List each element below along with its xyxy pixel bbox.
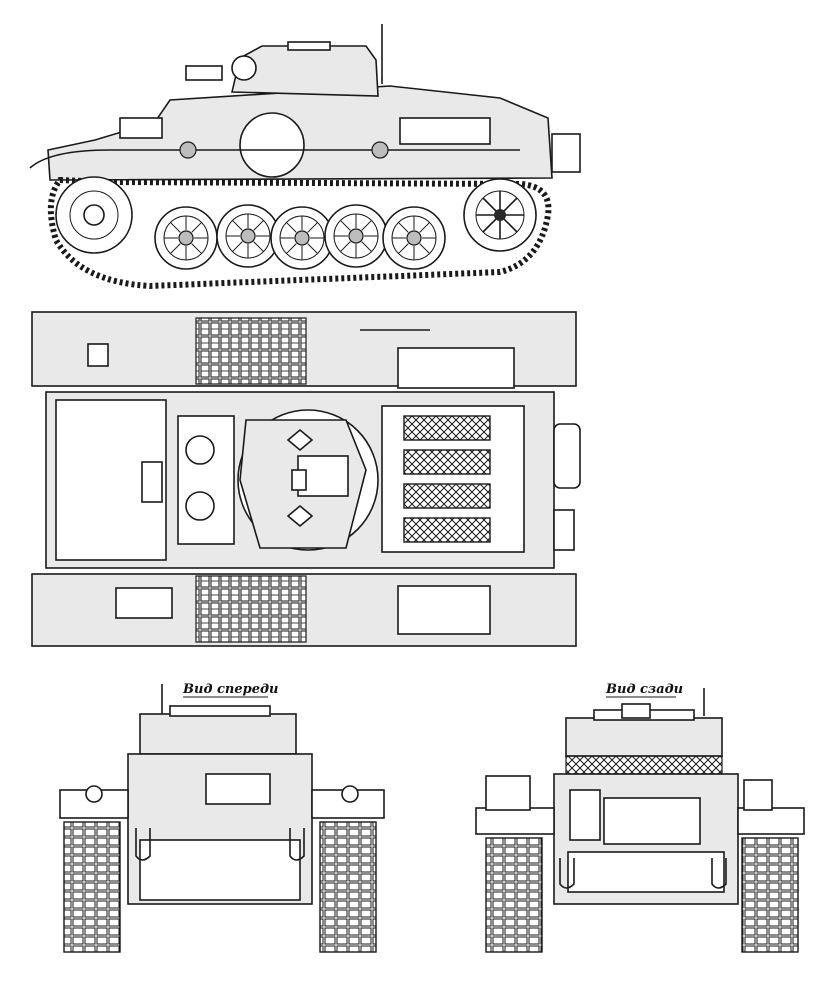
- rear-muffler-top: [553, 423, 581, 489]
- rear-view-label: Вид сзади: [605, 682, 683, 697]
- rear-toolbox-right: [743, 779, 773, 811]
- road-wheel: [270, 206, 334, 270]
- rear-hatch-plate: [603, 797, 701, 845]
- track-front-left: [63, 821, 121, 953]
- road-wheel: [216, 204, 280, 268]
- engine-grille-3: [403, 483, 491, 509]
- hull-nose-bracket: [141, 461, 163, 503]
- turret-hatch-side: [287, 41, 331, 51]
- vision-port-top-1: [286, 428, 314, 452]
- driver-visor-front: [205, 773, 271, 805]
- engine-grille-2: [403, 449, 491, 475]
- fender-toolbox-lower: [115, 587, 173, 619]
- access-hatch-side: [239, 112, 305, 178]
- rear-tow-bracket-top: [553, 509, 575, 551]
- drive-sprocket: [55, 176, 133, 254]
- turret-rear: [565, 717, 723, 757]
- suspension-hub-1: [179, 141, 197, 159]
- road-wheel: [382, 206, 446, 270]
- tow-hook-front-left: [135, 828, 151, 861]
- track-rear-right: [741, 837, 799, 953]
- side-view-drawing: [29, 24, 581, 290]
- headlight-front-right: [341, 785, 359, 803]
- headlight-top-2: [185, 491, 215, 521]
- headlight-front-left: [85, 785, 103, 803]
- road-wheel: [154, 206, 218, 270]
- headlight-top-1: [185, 435, 215, 465]
- tow-hook-rear-left: [559, 858, 575, 889]
- track-links-upper: [195, 317, 307, 385]
- exhaust-box-side: [551, 133, 581, 173]
- fender-rear-right: [737, 807, 805, 835]
- road-wheel: [324, 204, 388, 268]
- fender-box-lower: [397, 585, 491, 635]
- fender-rear-left: [475, 807, 555, 835]
- road-wheels: [154, 204, 446, 270]
- track-run-side: [47, 176, 552, 290]
- turret-hatch-front: [169, 705, 271, 717]
- turret-front: [139, 713, 297, 755]
- front-view-drawing: Вид спереди: [59, 682, 385, 953]
- rear-toolbox-left: [485, 775, 531, 811]
- stowage-box-front: [119, 117, 163, 139]
- idler-wheel: [463, 178, 537, 252]
- rear-view-drawing: Вид сзади: [475, 682, 805, 953]
- tow-hook-front-right: [289, 828, 305, 861]
- turret-periscope-top: [291, 469, 307, 491]
- track-links-lower: [195, 575, 307, 643]
- driver-hatch-top: [177, 415, 235, 545]
- engine-grille-4: [403, 517, 491, 543]
- front-view-label: Вид спереди: [182, 682, 279, 697]
- rear-grille-row: [565, 755, 723, 775]
- fender-box-upper: [397, 347, 515, 389]
- rear-exhaust-box: [569, 789, 601, 841]
- rear-lower-plate: [567, 851, 725, 893]
- fender-tool-upper: [87, 343, 109, 367]
- track-rear-left: [485, 837, 543, 953]
- bow-plate-front: [139, 839, 301, 901]
- top-view-drawing: [31, 311, 581, 647]
- engine-grille-1: [403, 415, 491, 441]
- fender-line: [29, 149, 520, 169]
- suspension-hub-2: [371, 141, 389, 159]
- turret-vision-cupola: [231, 55, 257, 81]
- tow-hook-rear-right: [711, 858, 727, 889]
- turret-vent-rear: [621, 703, 651, 719]
- stowage-box-rear: [399, 117, 491, 145]
- track-front-right: [319, 821, 377, 953]
- searchlight-side: [185, 65, 223, 81]
- vision-port-top-2: [286, 504, 314, 528]
